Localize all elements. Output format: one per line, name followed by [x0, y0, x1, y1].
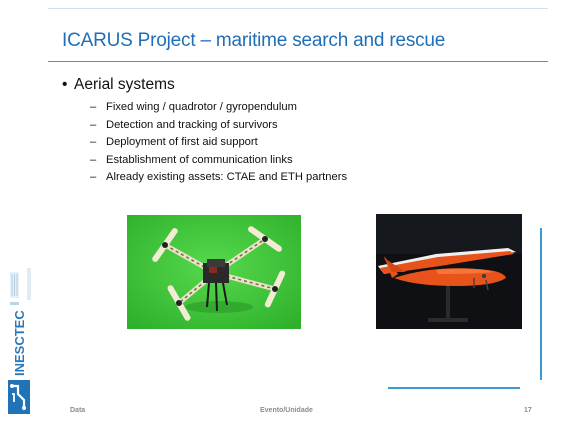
- bullet-text: Aerial systems: [74, 76, 175, 93]
- sub-bullet-text: Establishment of communication links: [106, 153, 293, 166]
- sub-bullet-text: Already existing assets: CTAE and ETH pa…: [106, 171, 348, 183]
- fixed-wing-photo: [376, 214, 522, 329]
- sub-bullet-item: –Already existing assets: CTAE and ETH p…: [90, 169, 347, 187]
- circuit-icon: [8, 380, 30, 414]
- sub-bullet-item: –Detection and tracking of survivors: [90, 117, 347, 135]
- dash-marker: –: [90, 101, 97, 113]
- sub-bullet-text: Deployment of first aid support: [106, 136, 258, 148]
- quadrotor-photo: [127, 215, 301, 329]
- accent-horizontal-line: [388, 387, 520, 389]
- fixed-wing-drone-illustration: [376, 214, 522, 329]
- bullet-aerial-systems: • Aerial systems: [62, 76, 175, 94]
- circuit-mark-icon: [8, 380, 30, 414]
- sub-bullet-item: –Deployment of first aid support: [90, 134, 347, 152]
- bullet-dot: •: [62, 76, 68, 93]
- slide-title: ICARUS Project – maritime search and res…: [62, 30, 446, 51]
- page-number: 17: [524, 407, 532, 414]
- quadrotor-drone-illustration: [127, 215, 301, 329]
- accent-vertical-line: [540, 228, 542, 380]
- footer-date: Data: [70, 407, 86, 414]
- propeller: [167, 285, 191, 321]
- inesctec-logo-vertical: INESCTEC: [10, 268, 31, 376]
- title-bar: ICARUS Project – maritime search and res…: [48, 8, 548, 62]
- sub-bullet-item: –Establishment of communication links: [90, 152, 347, 170]
- top-divider: [48, 8, 548, 9]
- sub-bullet-text: Fixed wing / quadrotor / gyropendulum: [106, 101, 297, 113]
- sub-bullet-list: –Fixed wing / quadrotor / gyropendulum –…: [90, 99, 347, 187]
- dash-marker: –: [90, 171, 97, 183]
- inesctec-side-logo: INESCTEC: [8, 262, 32, 380]
- dash-marker: –: [90, 118, 97, 131]
- dash-marker: –: [90, 136, 97, 148]
- footer-event: Evento/Unidade: [260, 407, 313, 414]
- inesctec-wordmark: INESCTEC: [12, 310, 27, 376]
- propeller: [248, 226, 282, 252]
- sub-bullet-item: –Fixed wing / quadrotor / gyropendulum: [90, 99, 347, 117]
- sub-bullet-text: Detection and tracking of survivors: [106, 118, 278, 131]
- propeller: [264, 270, 286, 308]
- dash-marker: –: [90, 153, 97, 166]
- propeller: [152, 228, 178, 262]
